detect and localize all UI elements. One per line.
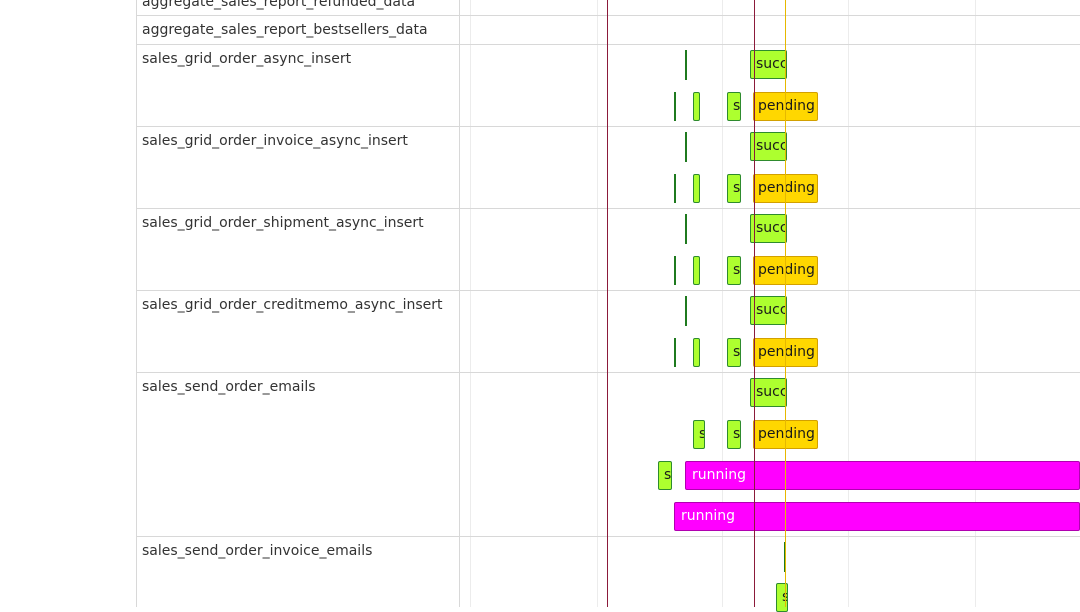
success-bar[interactable]: succ	[750, 378, 787, 407]
job-name: sales_send_order_emails	[142, 379, 316, 395]
row-divider	[137, 536, 1080, 537]
success-bar[interactable]: s	[658, 461, 672, 490]
success-bar[interactable]: succ	[750, 214, 787, 243]
success-tick[interactable]	[685, 214, 687, 244]
job-name: sales_grid_order_invoice_async_insert	[142, 133, 408, 149]
job-name: sales_grid_order_async_insert	[142, 51, 352, 67]
success-bar[interactable]: s	[727, 338, 741, 367]
success-bar[interactable]: succ	[750, 50, 787, 79]
row-divider	[137, 15, 1080, 16]
left-panel	[0, 0, 137, 607]
success-bar[interactable]	[693, 92, 700, 121]
row-divider	[137, 208, 1080, 209]
success-tick[interactable]	[674, 256, 676, 285]
job-name: sales_grid_order_creditmemo_async_insert	[142, 297, 443, 313]
row-divider	[137, 372, 1080, 373]
success-tick[interactable]	[685, 132, 687, 162]
row-divider	[137, 126, 1080, 127]
running-bar[interactable]: running	[674, 502, 1080, 531]
success-bar[interactable]: s	[727, 174, 741, 203]
timeline-gridline	[722, 0, 723, 607]
success-bar[interactable]: s	[693, 420, 705, 449]
job-name: aggregate_sales_report_bestsellers_data	[142, 22, 428, 38]
success-bar[interactable]: succ	[750, 132, 787, 161]
success-bar[interactable]: s	[727, 256, 741, 285]
job-name: aggregate_sales_report_refunded_data	[142, 0, 416, 10]
timeline-marker-line	[607, 0, 608, 607]
success-bar[interactable]: succ	[750, 296, 787, 325]
success-tick[interactable]	[685, 296, 687, 326]
success-bar[interactable]	[693, 174, 700, 203]
success-tick[interactable]	[674, 174, 676, 203]
row-divider	[137, 44, 1080, 45]
current-time-line	[754, 0, 755, 607]
success-bar[interactable]	[693, 256, 700, 285]
timeline-gridline	[597, 0, 598, 607]
success-bar[interactable]: s	[727, 92, 741, 121]
success-bar[interactable]	[693, 338, 700, 367]
success-tick[interactable]	[674, 92, 676, 121]
job-name: sales_grid_order_shipment_async_insert	[142, 215, 424, 231]
running-bar[interactable]: running	[685, 461, 1080, 490]
success-bar[interactable]: s	[727, 420, 741, 449]
next-run-line	[785, 0, 786, 607]
job-name: sales_send_order_invoice_emails	[142, 543, 373, 559]
success-tick[interactable]	[674, 338, 676, 367]
success-tick[interactable]	[685, 50, 687, 80]
timeline-gridline	[848, 0, 849, 607]
row-divider	[137, 290, 1080, 291]
job-label-column	[137, 0, 460, 607]
timeline-gridline	[470, 0, 471, 607]
success-bar[interactable]: s	[776, 583, 788, 612]
timeline-gridline	[975, 0, 976, 607]
